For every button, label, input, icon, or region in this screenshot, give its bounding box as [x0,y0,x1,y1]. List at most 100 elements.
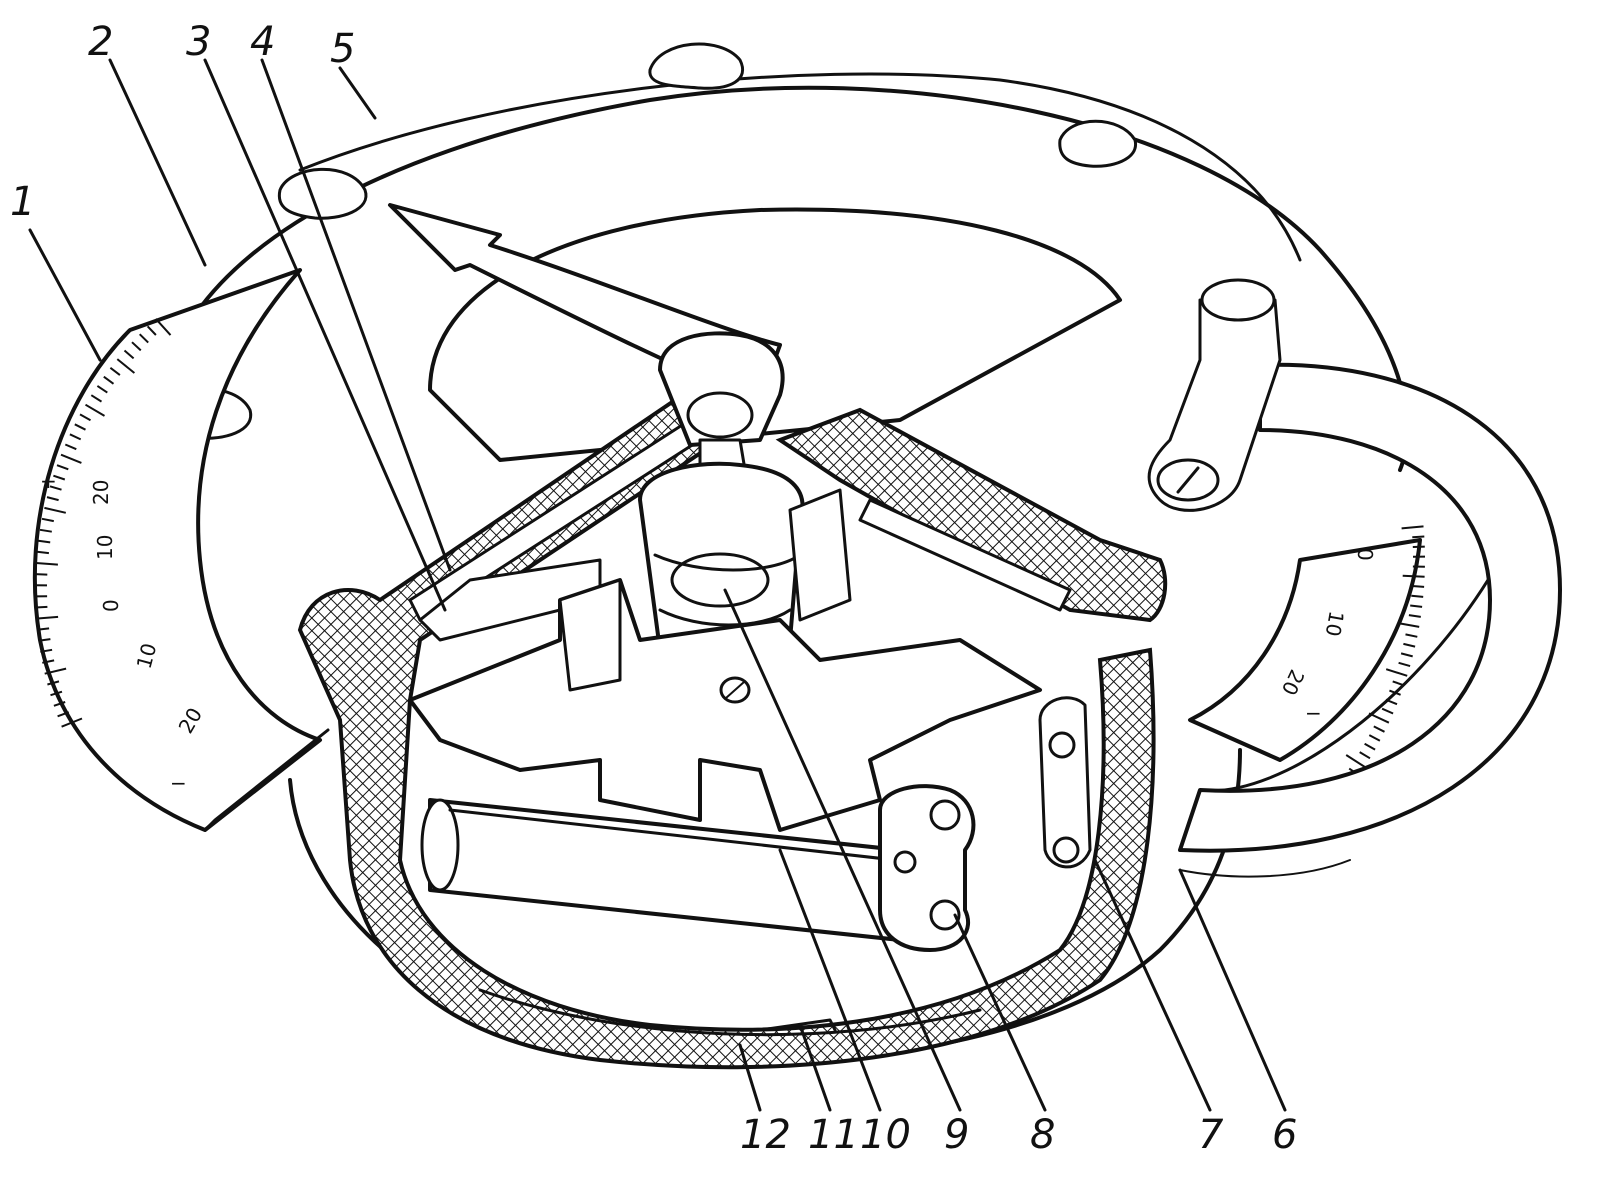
leader-7 [1093,858,1212,1112]
left-tick-0 [61,717,83,728]
left-scale-label-plus: + [40,469,57,493]
right-scale-label-minus: − [1305,701,1322,725]
left-tick-6 [42,659,55,664]
leader-3 [203,58,447,612]
left-tick-22 [49,485,62,491]
right-tick-14 [1398,661,1411,668]
callout-8: 8 [1030,1112,1055,1158]
left-scale-ticks [34,318,172,728]
leader-lines [28,58,1287,1112]
left-tick-17 [38,539,51,544]
left-tick-10 [36,615,59,620]
right-scale-label-10: 10 [1321,609,1349,638]
side-clip [1038,696,1092,869]
left-tick-35 [116,358,136,374]
handle-bracket [1147,278,1282,512]
left-tick-11 [35,605,48,609]
leader-4 [260,58,452,572]
right-tick-12 [1403,642,1416,648]
left-scale-label-20-top: 20 [89,480,113,505]
left-tick-15 [35,562,58,566]
callout-5: 5 [330,26,355,72]
left-tick-19 [41,517,54,523]
left-tick-25 [60,453,82,464]
left-tick-33 [103,375,115,385]
callout-2: 2 [88,19,113,65]
right-tick-24 [1359,751,1371,760]
left-tick-37 [131,341,142,352]
left-tick-8 [38,638,51,642]
handle-strap [1178,362,1562,878]
right-tick-25 [1345,754,1366,768]
right-tick-1 [1412,535,1425,539]
callout-11: 11 [808,1112,859,1158]
leader-2 [108,58,207,267]
right-tick-0 [1401,525,1424,530]
left-tick-36 [123,349,135,360]
left-tick-38 [138,333,149,344]
right-tick-8 [1410,604,1423,608]
callout-labels: 1 2 3 4 5 6 7 8 9 10 11 12 [10,19,1297,1158]
left-scale-plate: + 20 10 0 10 20 − [32,268,330,832]
right-tick-20 [1368,712,1390,724]
callout-4: 4 [250,19,275,65]
left-tick-30 [84,403,106,417]
left-tick-4 [47,680,60,686]
leader-11 [798,1023,832,1112]
left-tick-32 [96,385,108,394]
left-tick-20 [44,506,67,514]
right-tick-9 [1408,614,1421,618]
left-tick-21 [46,496,59,502]
right-scale-label-0: 0 [1353,548,1377,561]
left-tick-29 [79,413,91,422]
right-tick-21 [1373,725,1385,733]
right-tick-6 [1412,585,1425,588]
left-tick-1 [57,711,70,718]
callout-7: 7 [1198,1112,1224,1158]
right-tick-16 [1392,680,1405,687]
roller-assembly [878,784,976,952]
leader-9 [723,588,962,1112]
leader-8 [953,913,1047,1112]
right-scale-plate: 0 10 20 − [1188,525,1426,809]
left-tick-23 [53,474,66,481]
left-tick-28 [74,423,86,431]
callout-1: 1 [10,179,35,225]
right-tick-10 [1397,622,1420,628]
left-tick-39 [146,325,157,336]
right-tick-7 [1411,594,1424,598]
right-tick-19 [1381,707,1394,715]
left-scale-label-0: 0 [99,599,123,612]
right-tick-15 [1385,668,1408,677]
right-tick-17 [1389,689,1401,696]
leader-1 [28,228,102,362]
left-tick-40 [155,318,172,336]
cutaway-section [297,387,1168,1070]
callout-9: 9 [944,1112,969,1158]
callout-6: 6 [1272,1112,1297,1158]
right-tick-13 [1400,652,1413,658]
right-tick-11 [1405,633,1418,638]
right-tick-23 [1364,742,1376,751]
left-tick-18 [39,528,52,533]
left-tick-16 [36,550,50,555]
leader-5 [338,66,377,120]
left-tick-2 [53,701,66,707]
right-tick-22 [1368,734,1381,742]
left-tick-14 [35,573,48,576]
left-tick-26 [64,443,77,451]
left-tick-5 [44,667,67,675]
leader-10 [778,848,882,1112]
left-tick-34 [109,367,121,376]
leader-6 [1178,868,1287,1112]
left-scale-label-10-top: 10 [93,535,117,560]
leader-12 [738,1043,762,1112]
left-tick-31 [90,394,103,403]
callout-12: 12 [740,1112,791,1158]
callout-10: 10 [860,1112,911,1158]
right-tick-18 [1385,698,1398,706]
callout-3: 3 [186,19,211,65]
left-tick-27 [69,433,82,441]
